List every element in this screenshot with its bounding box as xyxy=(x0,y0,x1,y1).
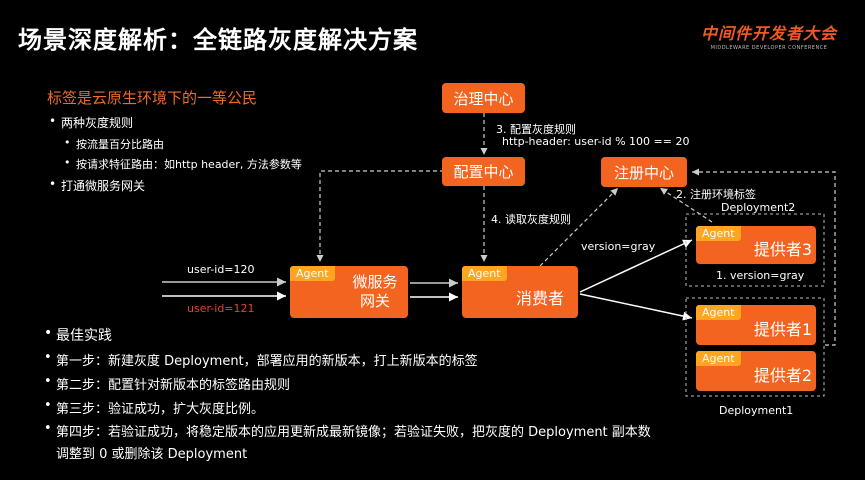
user-id-121-label: user-id=121 xyxy=(187,302,255,315)
provider3-label: 提供者3 xyxy=(753,240,813,259)
logo-text: 中间件开发者大会 xyxy=(700,24,837,43)
registry-center-node: 注册中心 xyxy=(601,157,687,187)
provider1-node: Agent 提供者1 xyxy=(696,305,816,345)
user-id-120-label: user-id=120 xyxy=(187,263,255,276)
consumer-node: Agent 消费者 xyxy=(462,266,578,318)
rule-item: 按流量百分比路由 xyxy=(64,136,164,152)
rule-item: 按请求特征路由：如http header, 方法参数等 xyxy=(64,156,302,172)
config-center-node: 配置中心 xyxy=(442,157,525,186)
consumer-label: 消费者 xyxy=(515,289,564,308)
step-item: 第四步：若验证成功，将稳定版本的应用更新成最新镜像；若验证失败，把灰度的 Dep… xyxy=(44,421,651,440)
agent-tag: Agent xyxy=(696,351,741,366)
provider1-label: 提供者1 xyxy=(753,320,813,339)
governance-center-node: 治理中心 xyxy=(442,83,525,113)
provider2-label: 提供者2 xyxy=(753,366,813,385)
provider3-node: Agent 提供者3 xyxy=(696,226,816,264)
provider2-node: Agent 提供者2 xyxy=(696,351,816,391)
gateway-node: Agent 微服务 网关 xyxy=(290,266,408,318)
conference-logo: 中间件开发者大会 MIDDLEWARE DEVELOPER CONFERENCE xyxy=(701,20,837,51)
version-gray-label: version=gray xyxy=(581,240,656,253)
best-practice-heading: 最佳实践 xyxy=(44,325,112,345)
step3-label: 3. 配置灰度规则 xyxy=(496,123,576,136)
rules-heading: 两种灰度规则 xyxy=(49,114,133,131)
agent-tag: Agent xyxy=(462,266,507,281)
step-item: 第一步：新建灰度 Deployment，部署应用的新版本，打上新版本的标签 xyxy=(44,350,478,369)
step-item-continued: 调整到 0 或删除该 Deployment xyxy=(56,447,248,462)
step4-label: 4. 读取灰度规则 xyxy=(491,213,571,226)
gateway-label: 微服务 网关 xyxy=(352,273,398,310)
agent-tag: Agent xyxy=(696,305,741,320)
deployment1-label: Deployment1 xyxy=(719,404,794,417)
agent-tag: Agent xyxy=(696,226,741,241)
logo-subtext: MIDDLEWARE DEVELOPER CONFERENCE xyxy=(710,45,828,51)
step2-label: 2. 注册环境标签 xyxy=(676,188,756,201)
gateway-bullet: 打通微服务网关 xyxy=(49,177,145,194)
deployment2-label: Deployment2 xyxy=(721,201,796,214)
step3-rule-label: http-header: user-id % 100 == 20 xyxy=(502,135,690,148)
step-item: 第二步：配置针对新版本的标签路由规则 xyxy=(44,374,290,393)
page-title: 场景深度解析：全链路灰度解决方案 xyxy=(18,26,418,54)
agent-tag: Agent xyxy=(290,266,335,281)
step-item: 第三步：验证成功，扩大灰度比例。 xyxy=(44,398,264,417)
step1-label: 1. version=gray xyxy=(716,269,805,282)
section-subtitle: 标签是云原生环境下的一等公民 xyxy=(47,89,258,107)
